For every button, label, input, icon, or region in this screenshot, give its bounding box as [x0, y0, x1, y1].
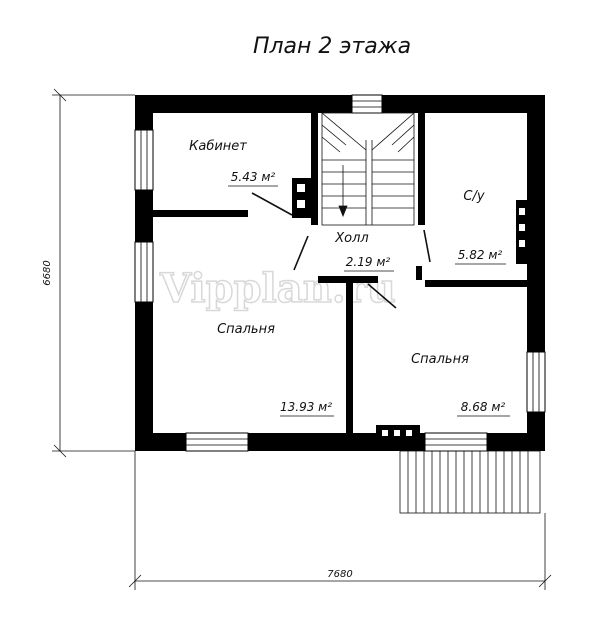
window-left-upper — [134, 129, 154, 191]
door-bath — [423, 229, 431, 263]
wall-stair-left — [311, 113, 318, 225]
bath-vent-block — [516, 200, 528, 264]
wall-bedrooms-divider — [346, 280, 353, 433]
wall-stair-right — [418, 113, 425, 225]
door-office — [251, 192, 293, 216]
room-name-office: Кабинет — [189, 139, 247, 154]
room-area-office: 5.43 м² — [231, 170, 276, 184]
room-name-hall: Холл — [334, 231, 368, 246]
dimension-vertical — [52, 88, 135, 458]
doors — [251, 192, 431, 309]
room-area-hall: 2.19 м² — [346, 255, 391, 269]
room-name-bedroom-left: Спальня — [217, 322, 275, 337]
door-office-hall — [293, 235, 309, 271]
plan-title: План 2 этажа — [253, 34, 411, 59]
window-bottom-left — [185, 432, 249, 452]
wall-bath-bottom — [425, 280, 527, 287]
room-name-bath: С/у — [463, 189, 484, 204]
window-top — [351, 94, 383, 114]
door-bedroom-right — [367, 283, 397, 309]
wall-stub — [416, 266, 422, 280]
vent-blocks — [292, 178, 528, 441]
room-area-bedroom-right: 8.68 м² — [461, 400, 506, 414]
dimension-horizontal — [128, 451, 552, 590]
window-right — [526, 351, 546, 413]
windows — [134, 94, 546, 452]
wall-office-bottom — [153, 210, 248, 217]
window-bottom-right — [424, 432, 488, 452]
wall-top — [135, 95, 545, 113]
window-left-lower — [134, 241, 154, 303]
wall-hall-bottom-left — [318, 276, 378, 283]
dimension-height: 6680 — [42, 260, 53, 285]
room-area-bath: 5.82 м² — [458, 248, 503, 262]
room-labels: Кабинет 5.43 м² С/у 5.82 м² Холл 2.19 м²… — [189, 139, 510, 417]
room-area-bedroom-left: 13.93 м² — [280, 400, 332, 414]
watermark-text: Vipplan.ru — [159, 265, 396, 312]
terrace — [399, 450, 541, 514]
chimney-block — [292, 178, 311, 218]
dimension-width: 7680 — [327, 569, 352, 580]
staircase — [321, 112, 415, 226]
room-name-bedroom-right: Спальня — [411, 352, 469, 367]
interior-walls — [153, 113, 527, 433]
